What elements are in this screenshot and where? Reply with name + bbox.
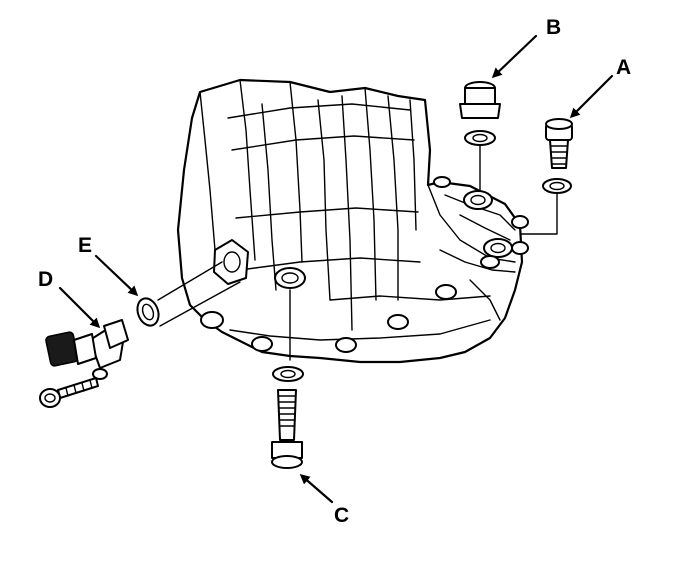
part-a-plug-bolt bbox=[519, 118, 573, 235]
callout-label-e: E bbox=[78, 234, 92, 257]
callout-arrows bbox=[58, 34, 614, 504]
transmission-housing bbox=[176, 78, 529, 364]
part-d-speed-sensor bbox=[39, 319, 129, 408]
callout-label-c: C bbox=[334, 504, 349, 527]
part-b-fill-plug bbox=[459, 81, 501, 191]
callout-label-d: D bbox=[38, 268, 53, 291]
callout-label-b: B bbox=[546, 16, 561, 39]
part-c-drain-bolt bbox=[271, 289, 304, 469]
callout-label-a: A bbox=[616, 56, 631, 79]
part-e-o-ring bbox=[136, 261, 241, 327]
